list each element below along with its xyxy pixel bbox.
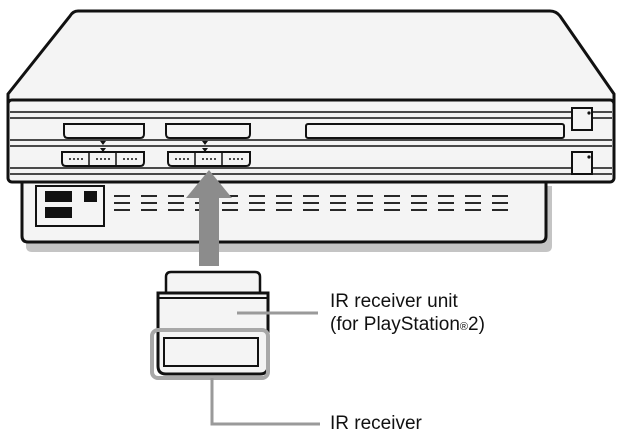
controller-port-marker xyxy=(202,148,208,152)
console-front-panel xyxy=(6,98,616,184)
power-button xyxy=(571,107,593,131)
ir-receiver-unit xyxy=(156,270,270,376)
console xyxy=(6,9,616,252)
insert-arrow xyxy=(186,170,232,266)
memory-card-slot-2 xyxy=(165,123,251,139)
memory-slot-marker xyxy=(100,141,106,145)
ir-receiver-unit-label-line1: IR receiver unit xyxy=(330,291,458,312)
ir-receiver-window xyxy=(163,337,259,367)
eject-led xyxy=(587,155,591,159)
eject-button xyxy=(571,151,593,175)
memory-card-slot-1 xyxy=(63,123,145,139)
ir-receiver-unit-label-line2: (for PlayStation®2) xyxy=(330,314,485,335)
power-led xyxy=(587,111,591,115)
controller-port-1 xyxy=(61,151,145,167)
console-top xyxy=(6,9,616,106)
memory-slot-marker xyxy=(202,141,208,145)
receiver-leader xyxy=(210,378,320,426)
ir-receiver-label: IR receiver xyxy=(330,413,422,434)
controller-port-2 xyxy=(167,151,251,167)
usb-port-1 xyxy=(45,191,72,202)
registered-mark: ® xyxy=(459,321,469,333)
ir-receiver-unit-label: IR receiver unit (for PlayStation®2) xyxy=(330,290,485,339)
disc-tray xyxy=(305,123,565,139)
controller-port-marker xyxy=(100,148,106,152)
ir-receiver-highlight xyxy=(150,328,270,380)
ilink-port xyxy=(84,191,97,202)
usb-port-2 xyxy=(45,207,72,218)
